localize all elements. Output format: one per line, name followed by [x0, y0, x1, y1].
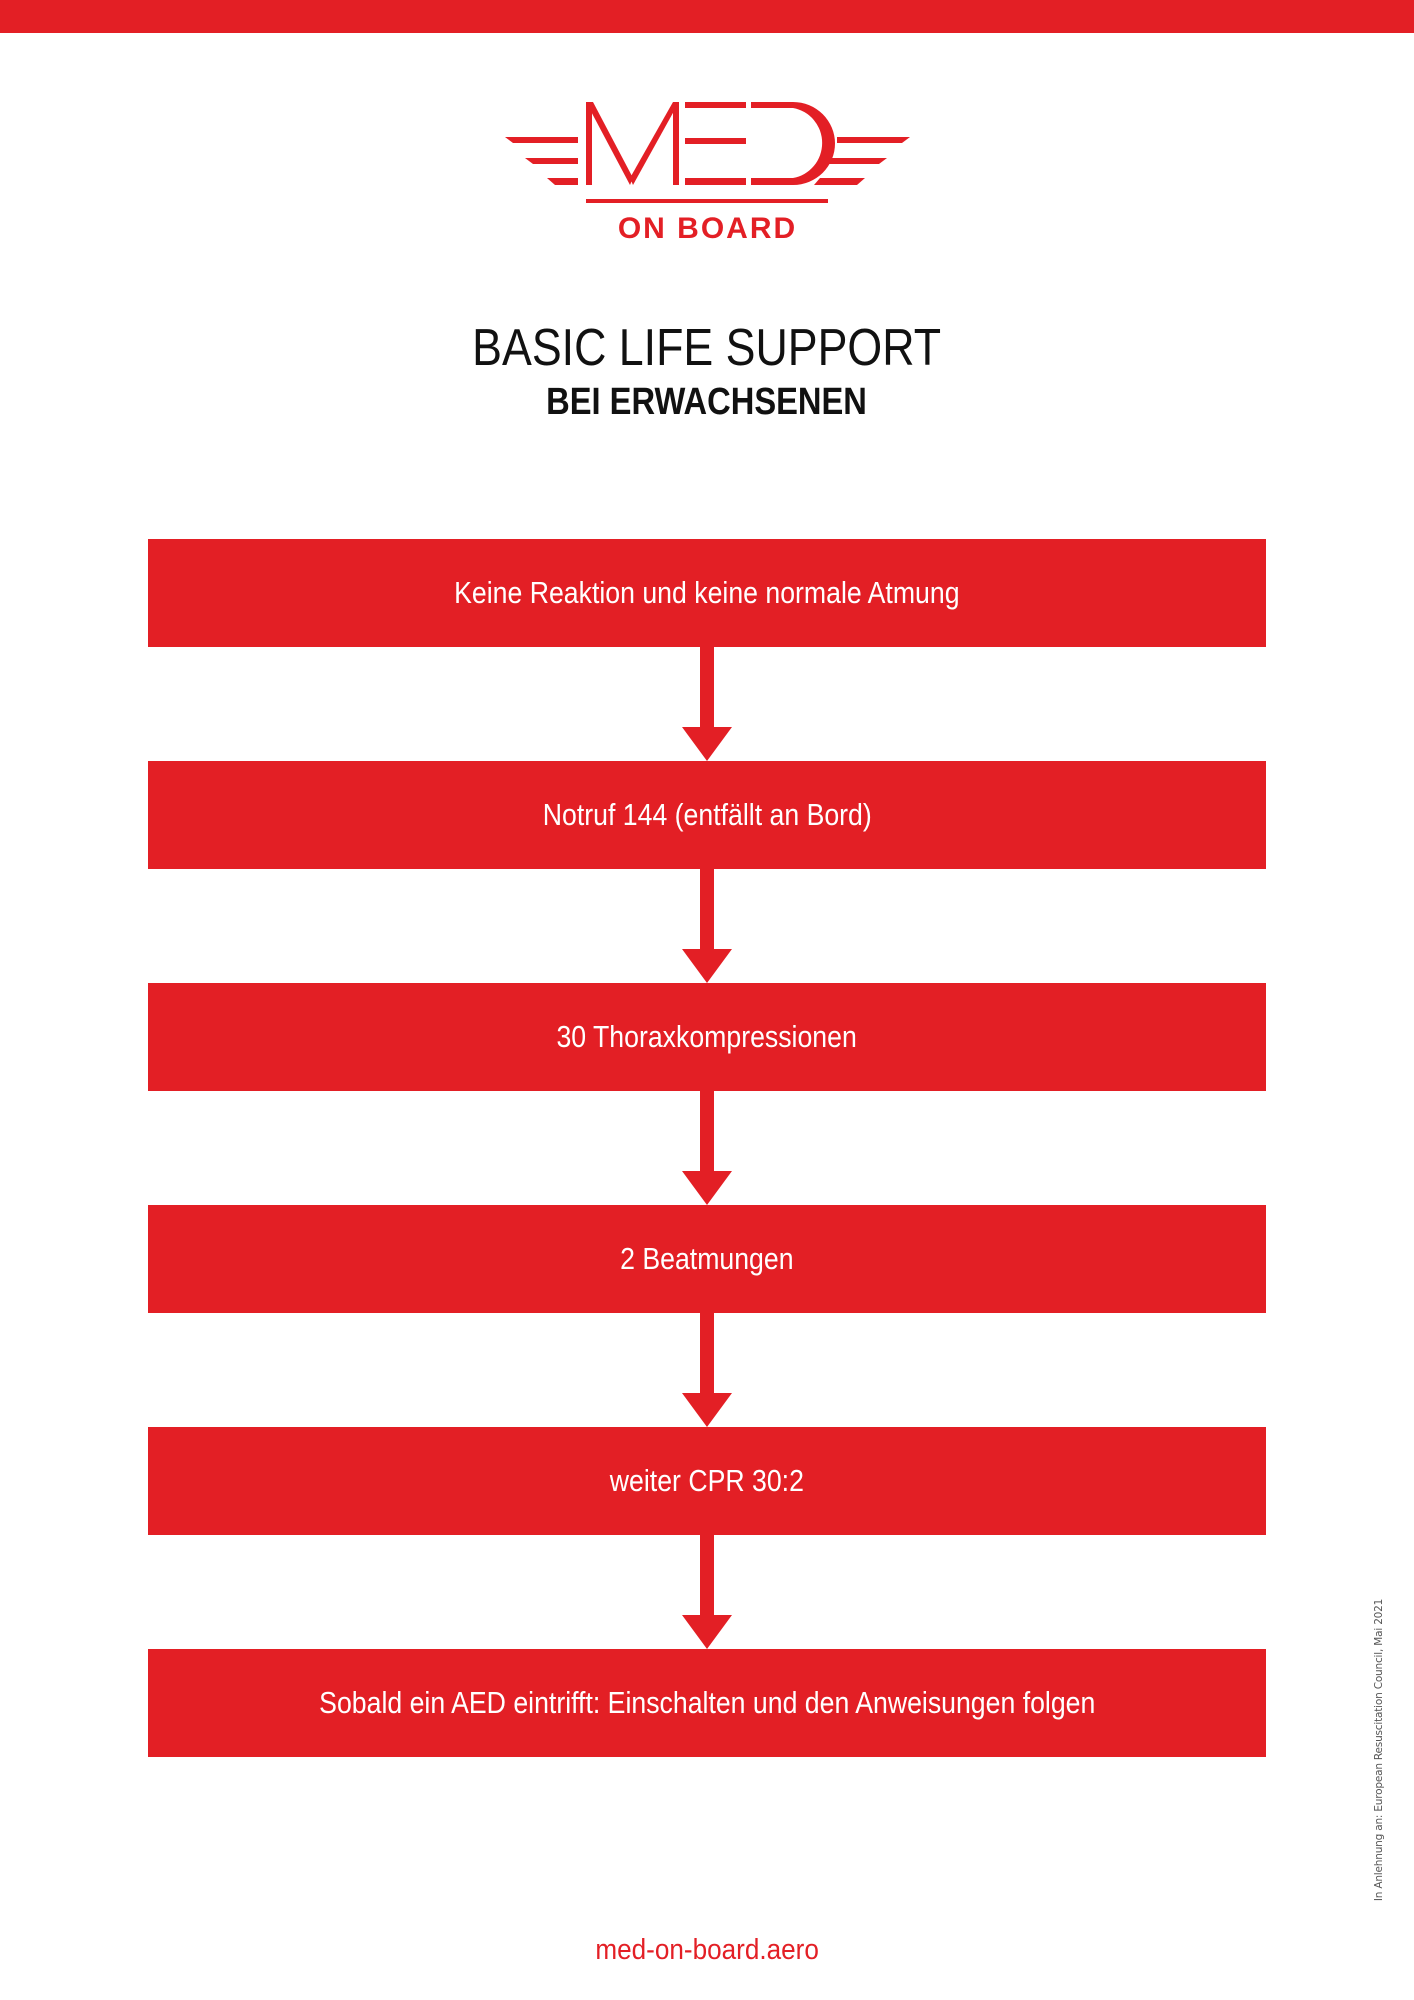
page-subtitle: BEI ERWACHSENEN [0, 383, 1414, 421]
right-wing-stripe-top [837, 137, 910, 143]
flow-step-4: 2 Beatmungen [148, 1205, 1266, 1313]
flow-step-label: weiter CPR 30:2 [609, 1463, 805, 1498]
page-title: BASIC LIFE SUPPORT [0, 322, 1414, 374]
flow-step-2: Notruf 144 (entfällt an Bord) [148, 761, 1266, 869]
right-wing-stripe-bottom [814, 178, 865, 185]
page-subtitle-text: BEI ERWACHSENEN [546, 381, 868, 423]
website-link[interactable]: med-on-board.aero [0, 1934, 1414, 1966]
flow-step-1: Keine Reaktion und keine normale Atmung [148, 539, 1266, 647]
arrow-down-icon [682, 869, 732, 983]
left-wing-stripe-middle [525, 158, 578, 164]
arrow-down-icon [682, 1313, 732, 1427]
left-wing-stripe-top [505, 137, 578, 143]
flow-step-label: Notruf 144 (entfällt an Bord) [542, 797, 872, 832]
flow-step-label: Keine Reaktion und keine normale Atmung [454, 575, 960, 610]
logo-subtitle: ON BOARD [617, 212, 798, 245]
top-accent-bar [0, 0, 1414, 33]
arrow-down-icon [682, 1535, 732, 1649]
source-note-text: In Anlehnung an: European Resuscitation … [1373, 1598, 1385, 1902]
arrow-down-icon [682, 647, 732, 761]
flow-step-label: 30 Thoraxkompressionen [556, 1019, 858, 1054]
website-link-text: med-on-board.aero [595, 1934, 819, 1966]
winged-med-logo-icon [505, 102, 910, 203]
left-wing-stripe-bottom [547, 178, 578, 185]
flow-step-3: 30 Thoraxkompressionen [148, 983, 1266, 1091]
page-title-text: BASIC LIFE SUPPORT [472, 319, 942, 377]
med-on-board-logo: ON BOARD [500, 98, 915, 248]
flow-step-label: 2 Beatmungen [620, 1241, 794, 1276]
flow-step-5: weiter CPR 30:2 [148, 1427, 1266, 1535]
right-wing-stripe-middle [826, 158, 887, 164]
flow-step-6: Sobald ein AED eintrifft: Einschalten un… [148, 1649, 1266, 1757]
arrow-down-icon [682, 1091, 732, 1205]
flow-step-label: Sobald ein AED eintrifft: Einschalten un… [318, 1685, 1096, 1720]
